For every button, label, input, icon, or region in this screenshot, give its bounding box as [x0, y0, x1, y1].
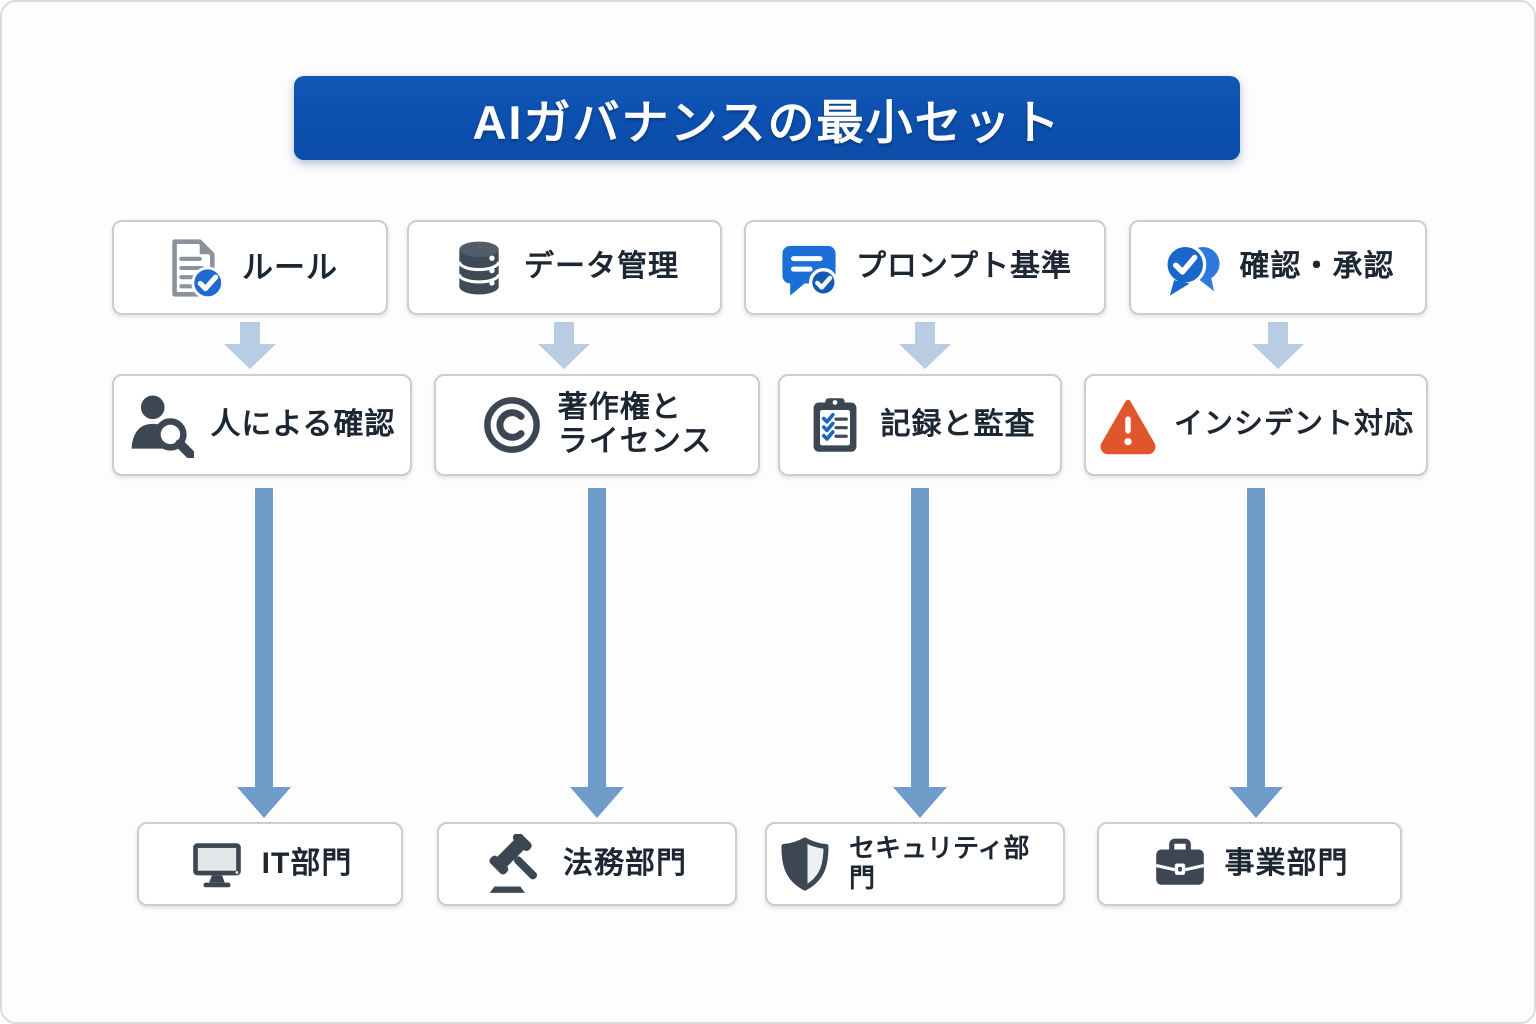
card-label: 記録と監査 — [880, 407, 1036, 441]
down-arrow-small — [538, 322, 590, 369]
shield-icon — [777, 836, 833, 892]
monitor-icon — [188, 835, 246, 893]
down-arrow-small — [1252, 322, 1304, 369]
card-label: インシデント対応 — [1173, 408, 1414, 441]
gavel-icon — [487, 834, 547, 894]
card-security-department: セキュリティ部門 — [765, 822, 1065, 906]
card-confirm-approve: 確認・承認 — [1129, 220, 1427, 315]
card-label: 著作権と ライセンス — [557, 390, 713, 459]
card-it-department: IT部門 — [137, 822, 403, 906]
down-arrow-long — [237, 488, 291, 818]
warning-triangle-icon — [1098, 395, 1158, 455]
card-label: データ管理 — [524, 250, 679, 284]
card-copyright-license: 著作権と ライセンス — [434, 374, 760, 476]
chat-check-icon — [778, 237, 840, 299]
card-label: IT部門 — [261, 846, 353, 880]
card-rules: ルール — [112, 220, 388, 315]
page-title: AIガバナンスの最小セット — [472, 95, 1062, 149]
down-arrow-small — [899, 322, 951, 369]
card-label: 法務部門 — [563, 846, 687, 880]
card-data-management: データ管理 — [407, 220, 722, 315]
briefcase-icon — [1151, 835, 1209, 893]
card-prompt-standards: プロンプト基準 — [744, 220, 1106, 315]
person-search-icon — [128, 392, 195, 458]
copyright-icon — [482, 395, 542, 455]
card-label: セキュリティ部門 — [849, 833, 1030, 893]
database-icon — [450, 239, 508, 297]
down-arrow-small — [224, 322, 276, 369]
card-label: 確認・承認 — [1239, 250, 1395, 284]
speech-bubbles-check-icon — [1162, 237, 1224, 299]
card-label: 人による確認 — [210, 407, 396, 441]
card-legal-department: 法務部門 — [437, 822, 737, 906]
down-arrow-long — [1229, 488, 1283, 818]
card-incident-response: インシデント対応 — [1084, 374, 1428, 476]
card-human-review: 人による確認 — [112, 374, 412, 476]
card-label: 事業部門 — [1224, 846, 1349, 880]
card-business-department: 事業部門 — [1097, 822, 1402, 906]
document-check-icon — [162, 236, 226, 300]
clipboard-check-icon — [805, 395, 865, 455]
down-arrow-long — [893, 488, 947, 818]
card-label: プロンプト基準 — [855, 250, 1073, 284]
down-arrow-long — [570, 488, 624, 818]
page-title-banner: AIガバナンスの最小セット — [294, 76, 1240, 160]
card-records-audit: 記録と監査 — [778, 374, 1062, 476]
card-label: ルール — [242, 249, 338, 285]
